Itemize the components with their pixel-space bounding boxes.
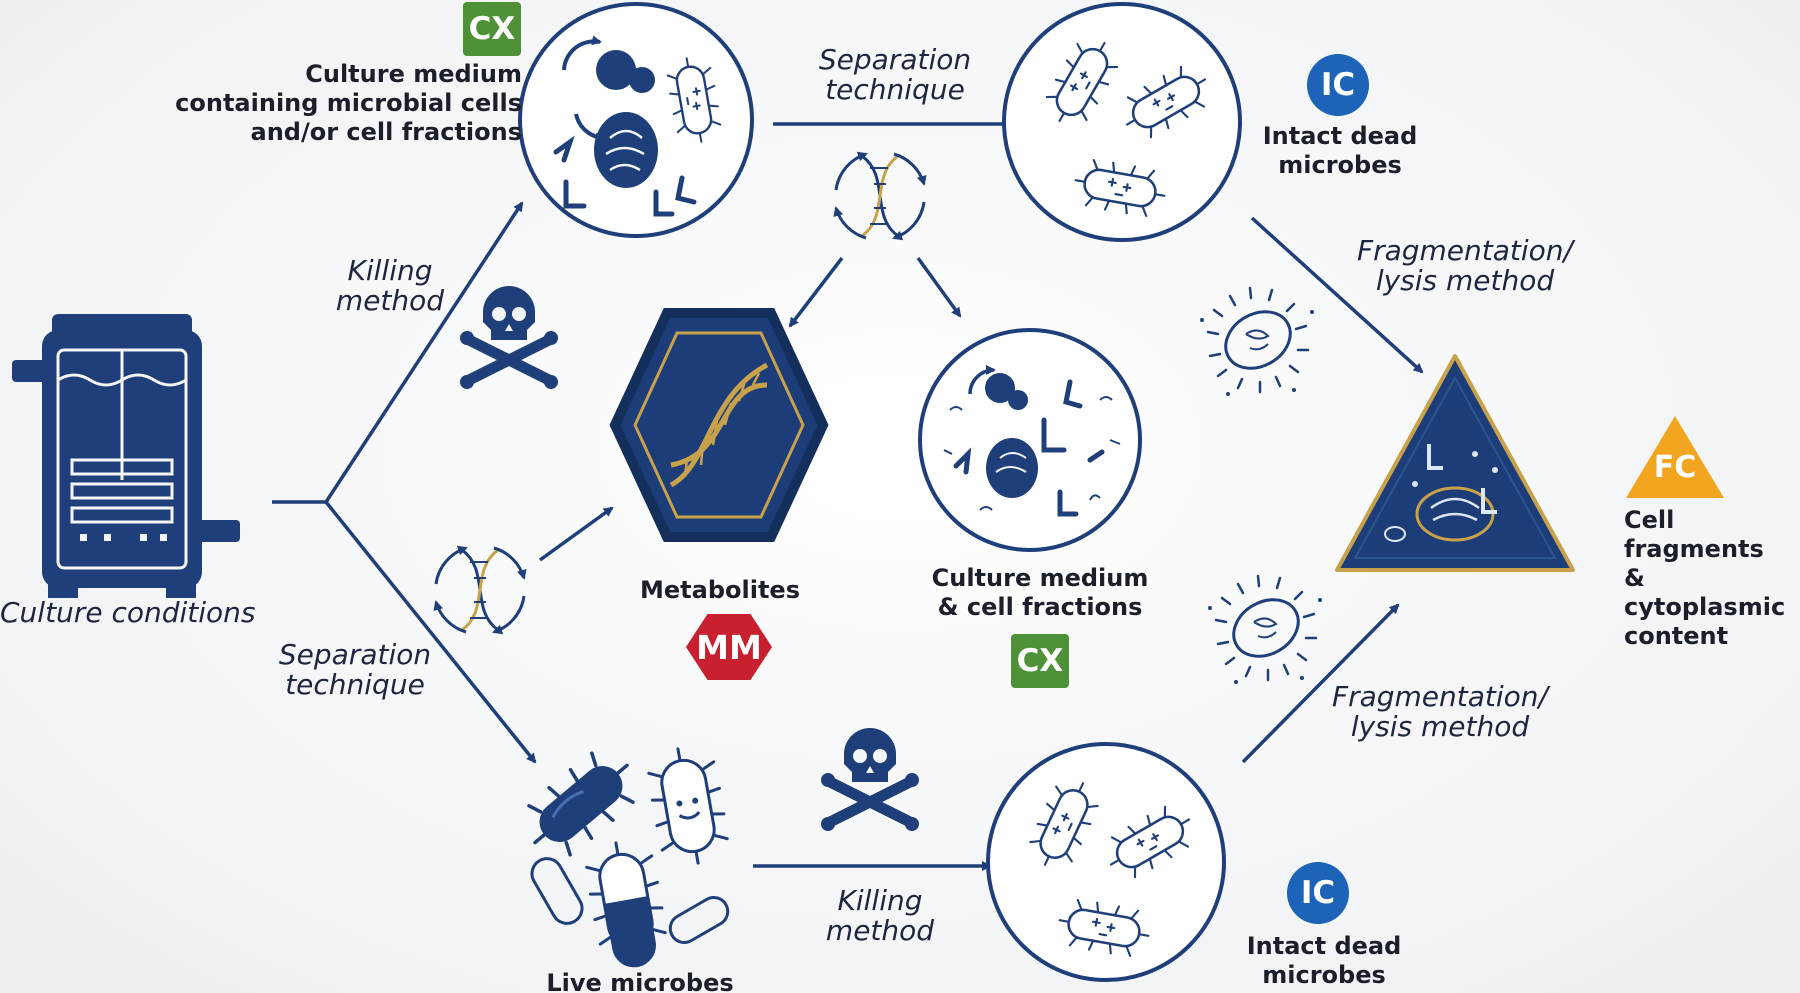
fragmentation-bottom-label: Fragmentation/ lysis method — [1310, 682, 1570, 742]
fragmentation-top-line-2: lysis method — [1375, 264, 1555, 297]
ic-badge-bottom: IC — [1287, 862, 1349, 924]
cell-fragments-line-2: & cytoplasmic — [1624, 564, 1786, 621]
separation-top-line-2: technique — [825, 73, 965, 106]
cell-fragments-label: Cell fragments & cytoplasmic content — [1624, 506, 1800, 651]
culture-medium-top-icon — [518, 2, 754, 238]
separation-left-line-2: technique — [285, 668, 425, 701]
separation-left-label: Separation technique — [255, 640, 455, 700]
killing-bottom-line-2: method — [825, 914, 935, 947]
cx-badge-top: CX — [463, 2, 521, 56]
intact-dead-top-icon — [1002, 2, 1242, 242]
cell-fragments-line-1: Cell fragments — [1624, 506, 1764, 563]
killing-top-label: Killing method — [310, 256, 470, 316]
live-microbes-icon — [527, 747, 730, 968]
ic-badge-top: IC — [1307, 54, 1369, 116]
intact-dead-bottom-icon — [986, 742, 1226, 982]
fragmentation-top-label: Fragmentation/ lysis method — [1330, 236, 1600, 296]
fragmentation-top-line-1: Fragmentation/ — [1356, 234, 1573, 267]
intact-dead-bottom-line-2: microbes — [1262, 961, 1386, 989]
separation-top-label: Separation technique — [775, 45, 1015, 105]
intact-dead-top-line-2: microbes — [1278, 151, 1402, 179]
fragmentation-bottom-line-1: Fragmentation/ — [1331, 680, 1548, 713]
culture-medium-mid-line-1: Culture medium — [931, 564, 1149, 592]
burst-cell-icon-bottom — [1206, 574, 1324, 686]
cell-triangle-icon — [1335, 354, 1575, 572]
fragmentation-bottom-line-2: lysis method — [1350, 710, 1530, 743]
culture-medium-top-label: Culture medium containing microbial cell… — [160, 60, 522, 147]
dna-cycle-icon-top — [836, 154, 924, 238]
intact-dead-top-label: Intact dead microbes — [1240, 122, 1440, 180]
intact-dead-bottom-label: Intact dead microbes — [1224, 932, 1424, 990]
intact-dead-top-line-1: Intact dead — [1262, 122, 1418, 150]
dna-hexagon-icon — [609, 308, 829, 542]
culture-medium-top-line-3: and/or cell fractions — [250, 118, 522, 146]
intact-dead-bottom-line-1: Intact dead — [1246, 932, 1402, 960]
separation-top-line-1: Separation — [818, 43, 972, 76]
cell-fragments-line-3: content — [1624, 622, 1729, 650]
skull-crossbones-icon-bottom — [821, 728, 919, 831]
culture-medium-mid-label: Culture medium & cell fractions — [900, 564, 1180, 622]
separation-left-line-1: Separation — [278, 638, 432, 671]
bioreactor-icon — [12, 314, 240, 598]
metabolites-label: Metabolites — [640, 576, 800, 604]
cx-badge-mid: CX — [1011, 634, 1069, 688]
burst-cell-icon-top — [1198, 286, 1316, 398]
culture-medium-mid-line-2: & cell fractions — [937, 593, 1143, 621]
connectors — [272, 119, 1424, 871]
dna-cycle-icon-left — [436, 548, 524, 632]
culture-medium-top-line-2: containing microbial cells — [175, 89, 522, 117]
culture-medium-top-line-1: Culture medium — [305, 60, 522, 88]
live-microbes-label: Live microbes — [546, 969, 734, 993]
culture-conditions-label: Culture conditions — [0, 596, 256, 629]
killing-top-line-1: Killing — [347, 254, 433, 287]
skull-crossbones-icon-top — [460, 286, 558, 389]
culture-medium-mid-icon — [918, 328, 1142, 552]
killing-bottom-line-1: Killing — [837, 884, 923, 917]
killing-bottom-label: Killing method — [800, 886, 960, 946]
killing-top-line-2: method — [335, 284, 445, 317]
